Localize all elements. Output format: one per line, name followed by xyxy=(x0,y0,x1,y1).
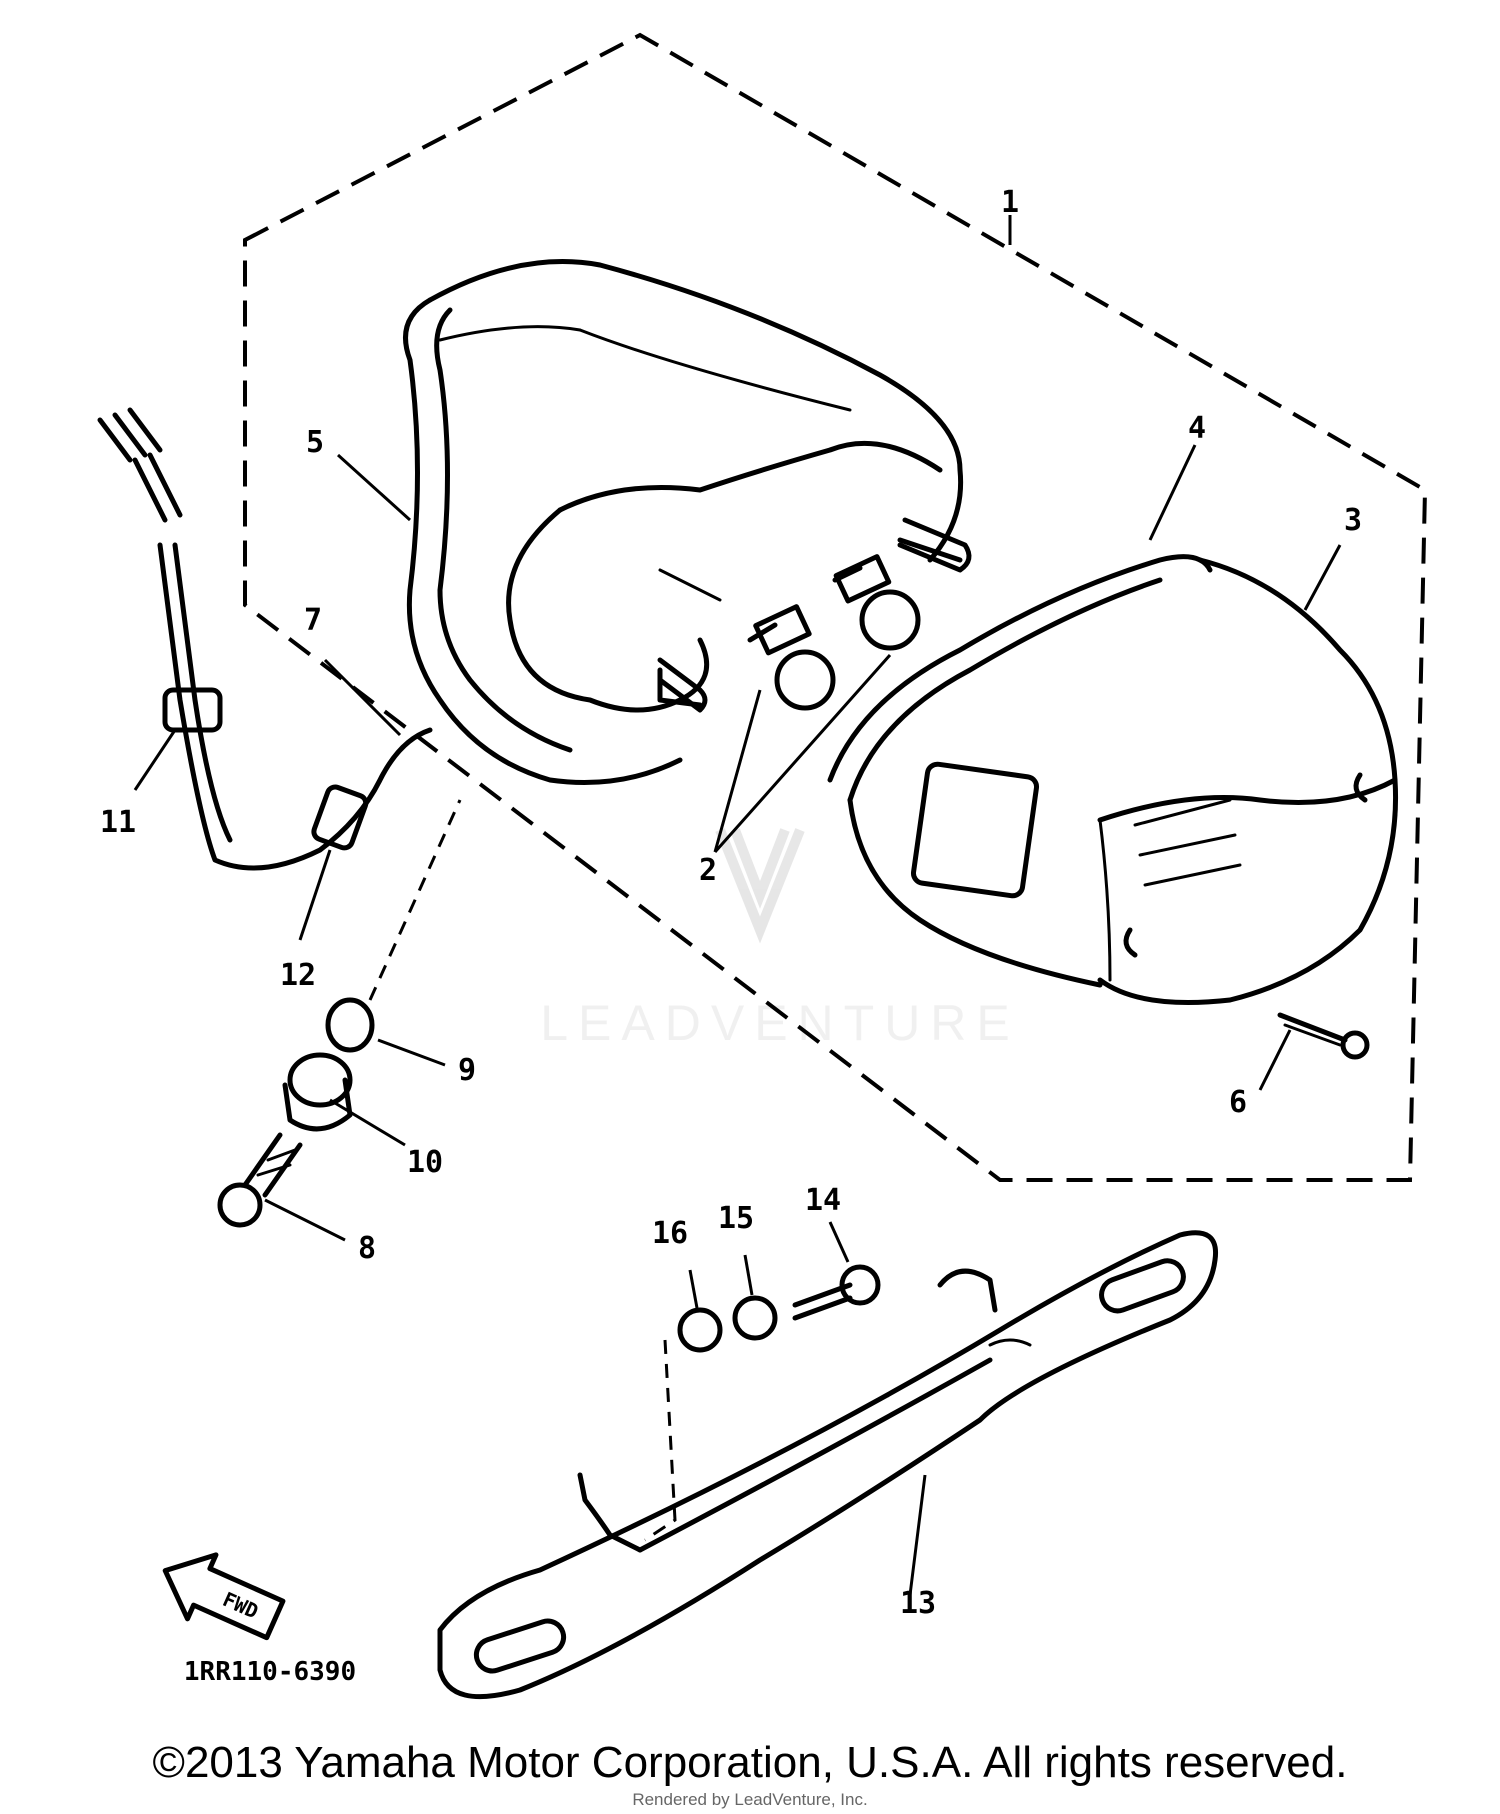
callout-3: 3 xyxy=(1344,503,1362,538)
watermark: LEADVENTURE xyxy=(540,828,1020,1051)
part-code: 1RR110-6390 xyxy=(184,1657,356,1687)
callout-11: 11 xyxy=(100,805,136,840)
callout-14: 14 xyxy=(805,1183,841,1218)
callout-7: 7 xyxy=(304,603,322,638)
callout-15: 15 xyxy=(718,1201,754,1236)
callout-10: 10 xyxy=(407,1145,443,1180)
assembly-boundary xyxy=(243,32,1428,1182)
watermark-text: LEADVENTURE xyxy=(540,995,1020,1051)
callout-12: 12 xyxy=(280,958,316,993)
bracket-hardware xyxy=(677,1264,881,1353)
license-bracket xyxy=(437,1230,1219,1700)
rendered-by-credit: Rendered by LeadVenture, Inc. xyxy=(632,1790,868,1809)
callout-16: 16 xyxy=(652,1216,688,1251)
bulb-pair xyxy=(747,554,921,711)
callout-8: 8 xyxy=(358,1231,376,1266)
lens-screw xyxy=(1277,1012,1370,1060)
callout-2: 2 xyxy=(699,853,717,888)
lamp-housing xyxy=(403,259,972,785)
callout-9: 9 xyxy=(458,1053,476,1088)
callout-4: 4 xyxy=(1188,411,1206,446)
copyright-notice: ©2013 Yamaha Motor Corporation, U.S.A. A… xyxy=(152,1738,1348,1787)
forward-arrow-icon: FWD xyxy=(162,1552,286,1641)
callout-1: 1 xyxy=(1001,185,1019,220)
leader-lines xyxy=(133,215,1342,1596)
callout-5: 5 xyxy=(306,425,324,460)
callout-6: 6 xyxy=(1229,1085,1247,1120)
wire-harness xyxy=(97,407,433,871)
callout-13: 13 xyxy=(900,1586,936,1621)
callout-labels: 1 2 3 4 5 6 7 8 9 10 11 12 13 14 15 16 xyxy=(100,185,1362,1621)
mounting-hardware xyxy=(217,997,375,1228)
lens-and-gasket xyxy=(827,554,1399,1005)
